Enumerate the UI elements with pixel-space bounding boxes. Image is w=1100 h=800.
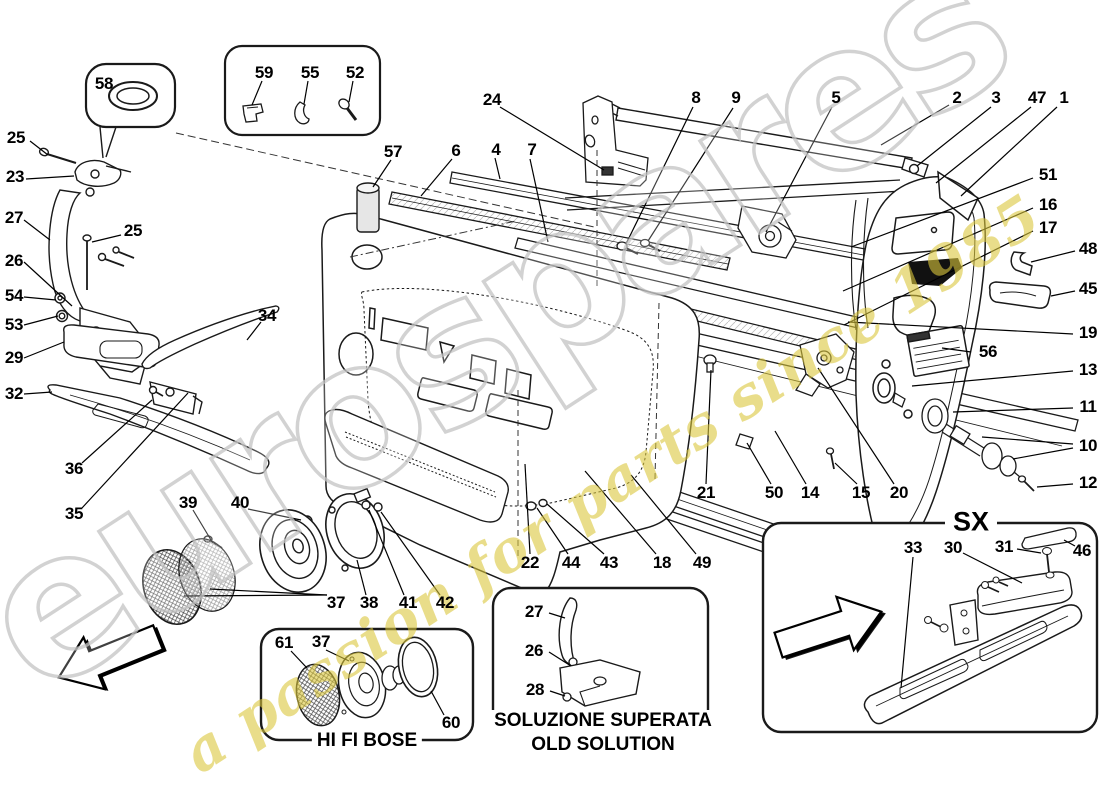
part-callout-11: 11 [1079, 397, 1097, 416]
sx-inset-drawing [761, 521, 1099, 734]
part-callout-38: 38 [359, 593, 379, 612]
door-lock-drawing [703, 333, 855, 470]
armrest-trim-drawing [47, 305, 280, 475]
part-callout-2: 2 [952, 88, 962, 107]
part-callout-56: 56 [978, 342, 998, 361]
construction-lines [175, 132, 660, 558]
part-callout-14: 14 [800, 483, 820, 502]
part-callout-1: 1 [1059, 88, 1069, 107]
old-solution-caption-italian: SOLUZIONE SUPERATA [489, 710, 717, 732]
sx-side-label: SX [944, 506, 998, 538]
part-callout-45: 45 [1078, 279, 1098, 298]
part-callout-37: 37 [326, 593, 346, 612]
part-callout-47: 47 [1027, 88, 1047, 107]
part-callout-42: 42 [435, 593, 455, 612]
part-callout-49: 49 [692, 553, 712, 572]
part-callout-28: 28 [525, 680, 545, 699]
armrest-pad-drawing [324, 408, 548, 523]
part-callout-20: 20 [889, 483, 909, 502]
part-callout-29: 29 [4, 348, 24, 367]
hifi-bose-caption: HI FI BOSE [311, 730, 423, 752]
part-callout-39: 39 [178, 493, 198, 512]
part-callout-23: 23 [5, 167, 25, 186]
part-callout-26: 26 [524, 641, 544, 660]
part-callout-54: 54 [4, 286, 24, 305]
part-callout-25: 25 [6, 128, 26, 147]
part-callout-25: 25 [123, 221, 143, 240]
pad-cylinder-drawing [356, 182, 380, 233]
part-callout-37: 37 [311, 632, 331, 651]
part-callout-48: 48 [1078, 239, 1098, 258]
part-callout-52: 52 [345, 63, 365, 82]
part-callout-57: 57 [383, 142, 403, 161]
part-callout-19: 19 [1078, 323, 1098, 342]
part-callout-17: 17 [1038, 218, 1058, 237]
direction-arrow-left [57, 623, 167, 691]
part-callout-53: 53 [4, 315, 24, 334]
hifi-bose-inset-drawing [259, 627, 475, 742]
old-solution-caption-english: OLD SOLUTION [526, 734, 680, 756]
part-callout-16: 16 [1038, 195, 1058, 214]
part-callout-33: 33 [903, 538, 923, 557]
part-callout-26: 26 [4, 251, 24, 270]
part-callout-44: 44 [561, 553, 581, 572]
part-callout-60: 60 [441, 713, 461, 732]
callout-balloon-drawing [84, 62, 177, 159]
part-callout-5: 5 [831, 88, 841, 107]
part-callout-46: 46 [1072, 541, 1092, 560]
part-callout-12: 12 [1078, 473, 1098, 492]
part-callout-35: 35 [64, 504, 84, 523]
frame-bracket-drawing [582, 95, 797, 259]
part-callout-59: 59 [254, 63, 274, 82]
part-callout-3: 3 [991, 88, 1001, 107]
part-callout-8: 8 [691, 88, 701, 107]
leader-lines [23, 80, 1076, 716]
part-callout-58: 58 [94, 74, 114, 93]
old-solution-inset-drawing [491, 586, 710, 731]
part-callout-27: 27 [524, 602, 544, 621]
part-callout-13: 13 [1078, 360, 1098, 379]
part-callout-21: 21 [696, 483, 716, 502]
door-panel-drawing [321, 212, 701, 596]
clips-box-drawing [223, 44, 382, 137]
part-callout-31: 31 [994, 537, 1014, 556]
part-callout-40: 40 [230, 493, 250, 512]
part-callout-41: 41 [398, 593, 418, 612]
part-callout-27: 27 [4, 208, 24, 227]
part-callout-55: 55 [300, 63, 320, 82]
part-callout-9: 9 [731, 88, 741, 107]
part-callout-51: 51 [1038, 165, 1058, 184]
part-callout-36: 36 [64, 459, 84, 478]
part-callout-50: 50 [764, 483, 784, 502]
part-callout-24: 24 [482, 90, 502, 109]
part-callout-10: 10 [1078, 436, 1098, 455]
part-callout-4: 4 [491, 140, 501, 159]
window-frame-drawing [599, 97, 942, 190]
part-callout-7: 7 [527, 140, 537, 159]
part-callout-30: 30 [943, 538, 963, 557]
lock-barrel-drawing [892, 391, 1035, 492]
part-callout-22: 22 [520, 553, 540, 572]
speaker-exploded-drawing [142, 487, 385, 625]
part-callout-61: 61 [274, 633, 294, 652]
part-callout-32: 32 [4, 384, 24, 403]
part-callout-15: 15 [851, 483, 871, 502]
part-callout-43: 43 [599, 553, 619, 572]
part-callout-18: 18 [652, 553, 672, 572]
part-callout-34: 34 [257, 306, 277, 325]
door-shell-drawing [850, 170, 1052, 562]
part-callout-6: 6 [451, 141, 461, 160]
